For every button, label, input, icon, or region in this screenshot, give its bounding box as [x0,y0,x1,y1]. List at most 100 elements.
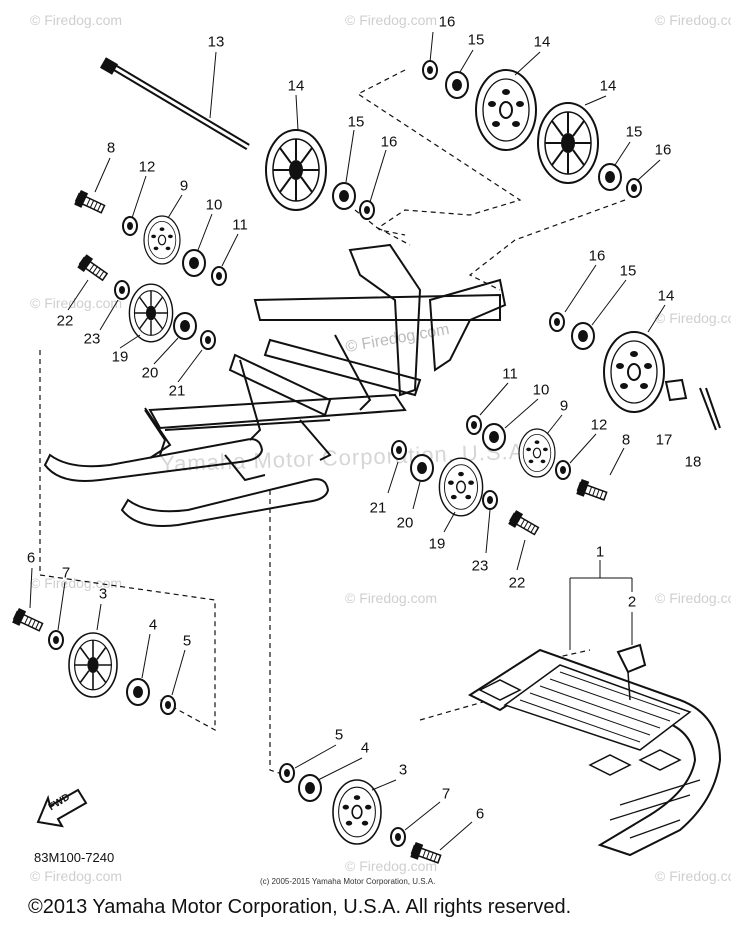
leader-lines [29,31,666,851]
collar-12 [555,460,571,480]
watermark: © Firedog.com [655,590,731,606]
callout-3: 3 [398,761,408,779]
circlip-16 [626,178,642,198]
copyright-small: (c) 2005-2015 Yamaha Motor Corporation, … [260,877,436,886]
callout-4: 4 [148,616,158,634]
callout-14: 14 [287,77,305,95]
wheel-9 [143,215,181,265]
callout-14: 14 [657,287,675,305]
bearing-15 [571,322,595,350]
track-assembly [467,648,722,857]
diagram-code: 83M100-7240 [34,850,115,865]
idler-wheel-14 [265,129,327,211]
circlip-5 [279,763,295,783]
callout-15: 15 [467,31,485,49]
copyright-notice: ©2013 Yamaha Motor Corporation, U.S.A. A… [28,896,572,918]
callout-19: 19 [111,348,129,366]
callout-21: 21 [369,499,387,517]
callout-14: 14 [533,33,551,51]
idler-wheel-14 [537,102,599,184]
wheel-19 [128,283,174,343]
wheel-19 [438,457,484,517]
watermark: © Firedog.com [655,868,731,884]
circlip-16 [422,60,438,80]
watermark: © Firedog.com [30,12,123,28]
fwd-arrow-icon [36,788,88,828]
callout-15: 15 [619,262,637,280]
callout-7: 7 [61,564,71,582]
collar-23 [482,490,498,510]
bolt-8 [575,478,609,505]
circlip-16 [359,200,375,220]
wheel-9 [518,428,556,478]
callout-16: 16 [588,247,606,265]
wheel-3 [68,632,118,698]
callout-1: 1 [595,543,605,561]
watermark: © Firedog.com [655,310,731,326]
callout-10: 10 [532,381,550,399]
circlip-11 [466,415,482,435]
watermark: © Firedog.com [30,295,123,311]
bearing-15 [332,182,356,210]
bearing-4 [298,774,322,802]
bearing-10 [182,249,206,277]
rear-axle-shaft [99,57,250,151]
callout-3: 3 [98,585,108,603]
idler-wheel-14 [603,331,665,413]
callout-8: 8 [621,431,631,449]
callout-7: 7 [441,785,451,803]
watermark: © Firedog.com [345,12,438,28]
callout-5: 5 [182,632,192,650]
callout-9: 9 [179,177,189,195]
callout-12: 12 [138,158,156,176]
cotter-pin-18 [699,387,721,431]
bearing-4 [126,678,150,706]
collar-23 [114,280,130,300]
callout-21: 21 [168,382,186,400]
circlip-16 [549,312,565,332]
callout-15: 15 [347,113,365,131]
callout-19: 19 [428,535,446,553]
bolt-6 [409,841,443,868]
circlip-5 [160,695,176,715]
callout-16: 16 [438,13,456,31]
circlip-21 [391,440,407,460]
bolt-8 [73,189,108,218]
callout-16: 16 [380,133,398,151]
idler-wheel-14 [475,69,537,151]
track-clip [616,643,647,701]
bearing-20 [173,312,197,340]
watermark: © Firedog.com [30,575,123,591]
callout-17: 17 [655,431,673,449]
circlip-21 [200,330,216,350]
bearing-15 [598,163,622,191]
callout-20: 20 [396,514,414,532]
collar-12 [122,216,138,236]
callout-16: 16 [654,141,672,159]
watermark: © Firedog.com [655,12,731,28]
bearing-15 [445,71,469,99]
collar-7 [390,827,406,847]
callout-18: 18 [684,453,702,471]
callout-23: 23 [83,330,101,348]
callout-4: 4 [360,739,370,757]
callout-6: 6 [26,549,36,567]
callout-13: 13 [207,33,225,51]
callout-20: 20 [141,364,159,382]
callout-6: 6 [475,805,485,823]
callout-11: 11 [232,216,248,234]
callout-22: 22 [508,574,526,592]
callout-10: 10 [205,196,223,214]
callout-23: 23 [471,557,489,575]
circlip-11 [211,266,227,286]
callout-9: 9 [559,397,569,415]
callout-2: 2 [627,593,637,611]
cap-17 [664,378,688,402]
watermark: © Firedog.com [345,858,438,874]
bolt-22 [76,253,111,285]
callout-15: 15 [625,123,643,141]
callout-8: 8 [106,139,116,157]
callout-5: 5 [334,726,344,744]
